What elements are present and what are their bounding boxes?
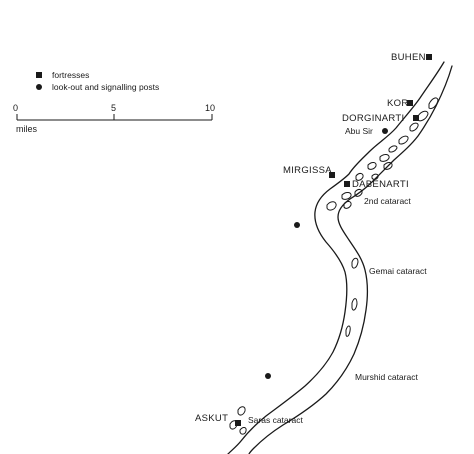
fortress-label-kor: KOR xyxy=(387,98,409,109)
fortress-label-dorginarti: DORGINARTI xyxy=(342,113,405,124)
fortress-label-askut: ASKUT xyxy=(195,413,229,424)
cataract-label-murshid: Murshid cataract xyxy=(355,372,418,382)
island xyxy=(341,192,352,200)
fortress-marker-dabenarti xyxy=(344,181,350,187)
scale-unit: miles xyxy=(16,124,38,134)
island xyxy=(351,257,359,269)
post-label-abu-sir: Abu Sir xyxy=(345,126,373,136)
legend-fortresses-label: fortresses xyxy=(52,70,90,80)
island xyxy=(367,162,377,170)
post-marker-abu-sir xyxy=(382,128,388,134)
island xyxy=(354,189,363,197)
cataract-label-gemai: Gemai cataract xyxy=(369,266,427,276)
nile-west-bank xyxy=(227,61,445,454)
island xyxy=(371,173,379,180)
cataract-label-2nd: 2nd cataract xyxy=(364,196,411,206)
island xyxy=(355,173,364,181)
legend-post-symbol xyxy=(36,84,42,90)
fortress-label-mirgissa: MIRGISSA xyxy=(283,165,332,176)
island xyxy=(239,427,247,435)
fortress-marker-buhen xyxy=(426,54,432,60)
island xyxy=(237,406,246,416)
fortress-marker-askut xyxy=(235,420,241,426)
legend-posts-label: look-out and signalling posts xyxy=(52,82,160,92)
nile-east-bank xyxy=(248,65,453,454)
scale-tick-5: 5 xyxy=(111,103,117,113)
island xyxy=(409,122,419,132)
legend-fortress-symbol xyxy=(36,72,42,78)
island xyxy=(417,110,429,122)
fortress-label-dabenarti: DABENARTI xyxy=(352,179,409,190)
island xyxy=(351,298,358,311)
post-marker-west-1 xyxy=(294,222,300,228)
scale-tick-0: 0 xyxy=(13,103,19,113)
post-marker-west-2 xyxy=(265,373,271,379)
fortress-label-buhen: BUHEN xyxy=(391,52,426,63)
island xyxy=(326,201,337,211)
island xyxy=(383,162,393,170)
island xyxy=(379,154,390,162)
island xyxy=(345,325,351,337)
island xyxy=(388,145,398,153)
fortress-marker-dorginarti xyxy=(413,115,419,121)
island xyxy=(428,97,439,109)
cataract-label-saras: Saras cataract xyxy=(248,415,303,425)
island xyxy=(398,135,409,145)
scale-bar xyxy=(16,114,213,121)
island xyxy=(343,201,352,209)
fortress-marker-kor xyxy=(407,100,413,106)
fortress-marker-mirgissa xyxy=(329,172,335,178)
scale-tick-10: 10 xyxy=(205,103,216,113)
